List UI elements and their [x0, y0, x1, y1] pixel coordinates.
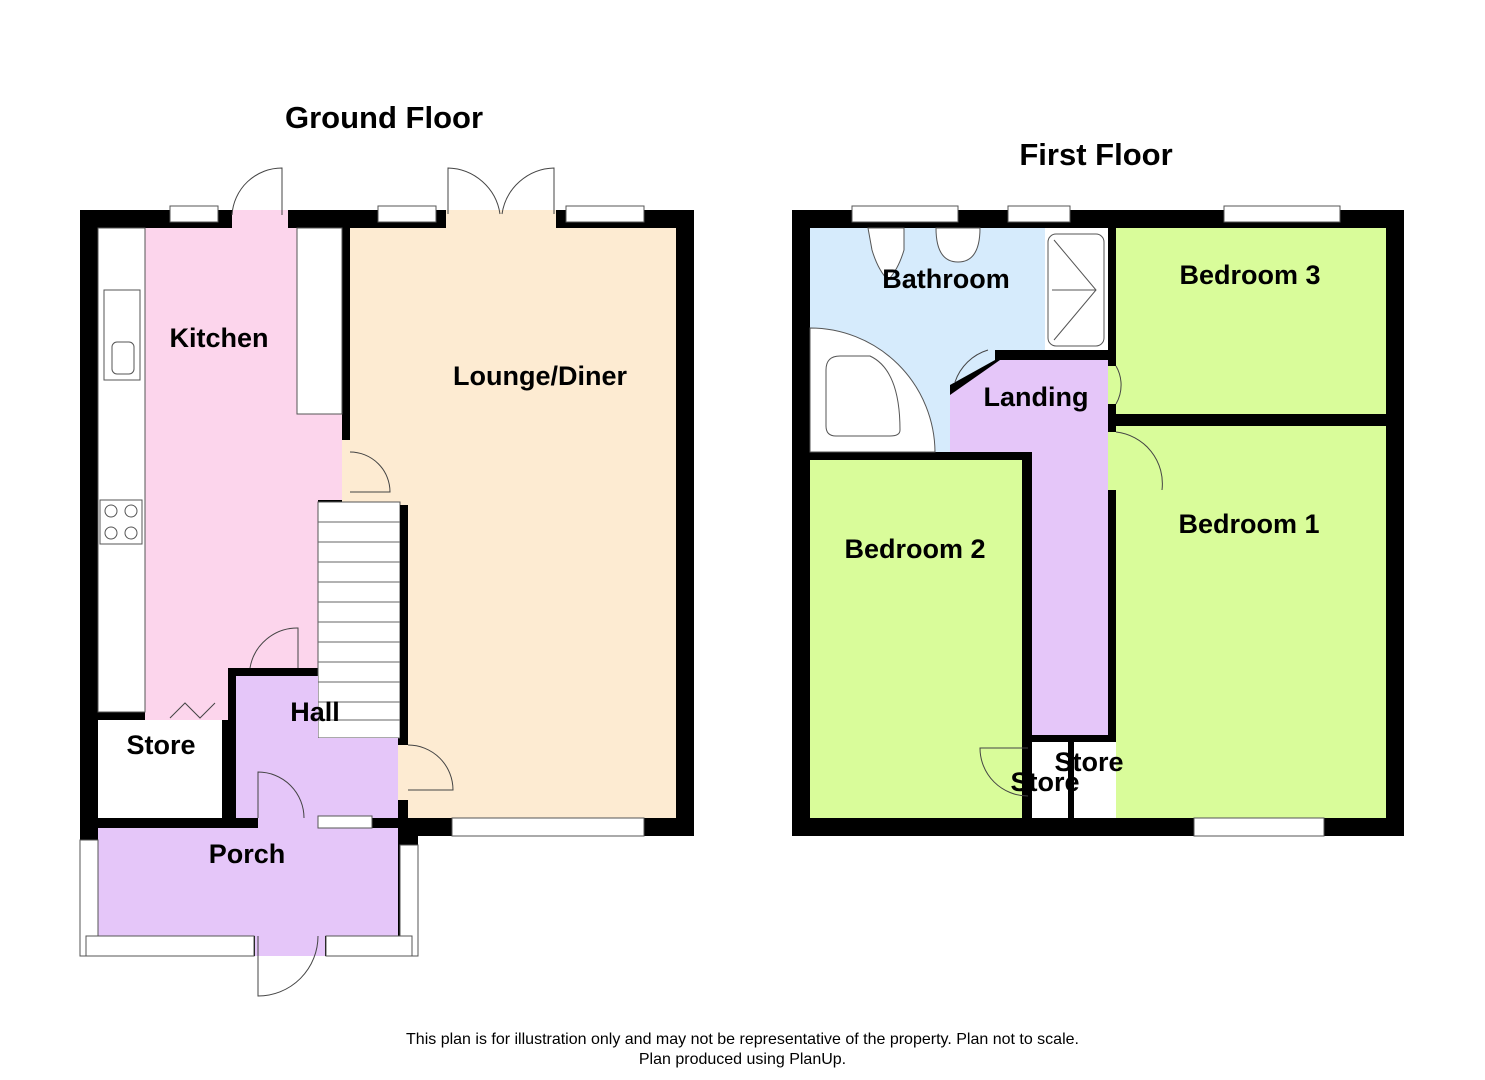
stair-wall — [400, 505, 408, 740]
kitchen-room — [145, 228, 342, 720]
hall-lounge-door-icon[interactable] — [407, 744, 454, 791]
hall-lounge-doorway — [398, 745, 408, 800]
ground-floor: Kitchen Lounge/Diner Hall Store Porch — [79, 167, 694, 997]
porch-room — [98, 828, 398, 936]
bedroom-3-window — [1223, 205, 1341, 223]
porch-label: Porch — [209, 839, 286, 869]
bifold-door-icon[interactable] — [169, 702, 216, 719]
store-room — [98, 720, 222, 818]
bedroom-1-window — [1193, 817, 1325, 837]
lounge-doorway — [342, 440, 350, 502]
bathroom-window-2 — [1007, 205, 1071, 223]
bedroom-2-label: Bedroom 2 — [844, 534, 985, 564]
porch-window-front-left — [85, 935, 255, 957]
store-b-label: Store — [1054, 747, 1123, 777]
lounge-front-window — [451, 817, 645, 837]
bedroom-1-room — [1116, 426, 1386, 818]
toilet-icon — [867, 227, 905, 281]
bedroom-1-label: Bedroom 1 — [1178, 509, 1319, 539]
landing-room — [950, 360, 1108, 735]
store-door-icon[interactable] — [979, 747, 1029, 797]
sink-bowl-icon — [111, 341, 135, 375]
bedroom-2-room — [810, 460, 1022, 818]
porch-door-icon[interactable] — [257, 771, 305, 819]
tall-unit — [296, 227, 343, 415]
bedroom-3-label: Bedroom 3 — [1179, 260, 1320, 290]
lounge-window-left — [377, 205, 437, 223]
front-door-icon[interactable] — [257, 935, 319, 997]
store-a-label: Store — [1010, 767, 1079, 797]
first-floor: Bathroom Bedroom 3 Landing Bedroom 1 Bed… — [792, 205, 1404, 837]
lounge-door-icon[interactable] — [349, 451, 391, 493]
kitchen-hall-door-icon[interactable] — [249, 627, 299, 669]
hob-icon — [99, 499, 143, 545]
porch-hall-doorway — [258, 818, 318, 828]
bedroom-3-door-icon[interactable] — [1115, 365, 1122, 405]
planup-credit: Plan produced using PlanUp. — [638, 1051, 847, 1068]
hall-label: Hall — [290, 697, 340, 727]
lounge-window-right — [565, 205, 645, 223]
patio-doorway — [446, 210, 556, 228]
kitchen-label: Kitchen — [169, 323, 268, 353]
bathroom-door-icon[interactable] — [954, 349, 989, 383]
bathroom-label: Bathroom — [882, 264, 1010, 294]
ground-floor-title: Ground Floor — [285, 100, 483, 135]
kitchen-back-door-icon[interactable] — [231, 167, 283, 216]
lounge-label: Lounge/Diner — [453, 361, 627, 391]
bedroom-3-room — [1116, 228, 1386, 414]
store-a-room — [1032, 742, 1068, 818]
hall-room — [236, 676, 398, 818]
porch-inner-window — [317, 815, 373, 829]
store-b-room — [1074, 742, 1116, 818]
porch-window-front-right — [325, 935, 413, 957]
disclaimer-text: This plan is for illustration only and m… — [406, 1031, 1079, 1048]
lounge-diner-room — [350, 228, 676, 818]
bathroom-window-1 — [851, 205, 959, 223]
first-floor-title: First Floor — [1019, 137, 1172, 172]
kitchen-back-doorway — [232, 210, 288, 228]
french-doors-icon[interactable] — [447, 167, 555, 215]
basin-icon — [935, 227, 981, 263]
bedroom-1-door-icon[interactable] — [1115, 431, 1163, 491]
store-label: Store — [126, 730, 195, 760]
landing-label: Landing — [984, 382, 1089, 412]
front-doorway — [255, 936, 325, 956]
kitchen-window — [169, 205, 219, 223]
